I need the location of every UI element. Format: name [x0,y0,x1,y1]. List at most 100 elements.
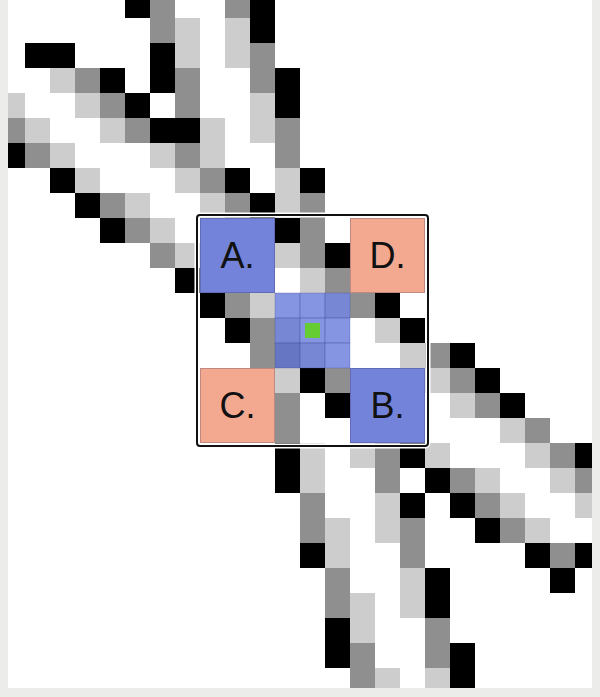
pixel [450,343,475,368]
pixel [575,468,592,493]
pixel [325,268,350,293]
pixel [300,268,325,293]
pixel [250,318,275,343]
pixel [200,118,225,143]
pixel [300,243,325,268]
pixel [300,368,325,393]
pixel [400,318,425,343]
pixel [475,368,500,393]
pixel [75,168,100,193]
pixel [300,318,325,343]
pixel [475,393,500,418]
pixel [300,268,325,293]
pixel [375,518,400,543]
pixel [225,43,250,68]
pixel [225,18,250,43]
pixel [325,343,350,368]
pixel [350,618,375,643]
pixel [250,18,275,43]
kernel-cell [275,293,300,318]
pixel [550,543,575,568]
pixel [475,418,500,443]
pixel [300,293,325,318]
pixel [8,93,25,118]
pixel [425,618,450,643]
kernel-cell [300,343,325,368]
pixel [525,518,550,543]
pixel [175,43,200,68]
pixel [25,43,50,68]
pixel [200,168,225,193]
pixel [50,168,75,193]
pixel [300,468,325,493]
pixel [150,193,175,218]
pixel [375,493,400,518]
pixel [400,618,425,643]
quadrant-label: D. [370,238,406,274]
pixel [100,143,125,168]
pixel [325,593,350,618]
pixel [550,518,575,543]
pixel [275,268,300,293]
pixel [250,293,275,318]
pixel [275,343,300,368]
pixel [350,318,375,343]
pixel [350,293,375,318]
pixel [50,93,75,118]
pixel [450,393,475,418]
pixel [350,518,375,543]
pixel [475,518,500,543]
pixel [275,93,300,118]
pixel [275,393,300,418]
pixel [500,518,525,543]
pixel [500,468,525,493]
quadrant-box: C. [200,368,275,443]
pixel [150,118,175,143]
pixel [350,593,375,618]
pixel [475,493,500,518]
pixel [450,368,475,393]
pixel [325,343,350,368]
pixel [300,218,325,243]
pixel [300,168,325,193]
pixel [375,318,400,343]
pixel [575,443,592,468]
pixel [125,93,150,118]
pixel [325,393,350,418]
pixel [325,468,350,493]
pixel [325,368,350,393]
pixel [150,68,175,93]
pixel [150,243,175,268]
pixel [150,168,175,193]
pixel [8,143,25,168]
pixel [425,468,450,493]
pixel [275,318,300,343]
pixel [325,293,350,318]
pixel [450,493,475,518]
pixel [125,218,150,243]
quadrant-box: D. [350,218,425,293]
pixel [150,0,175,18]
pixel [350,543,375,568]
pixel [250,43,275,68]
pixel [200,143,225,168]
pixel [450,643,475,668]
pixel [125,193,150,218]
pixel [300,393,325,418]
pixel [475,443,500,468]
pixel [550,493,575,518]
pixel [525,543,550,568]
pixel [450,668,475,688]
pixel [350,643,375,668]
pixel [325,418,350,443]
pixel [325,568,350,593]
pixel [300,293,325,318]
pixel [550,443,575,468]
pixel [300,243,325,268]
pixel [300,493,325,518]
pixel [400,593,425,618]
pixel [550,468,575,493]
